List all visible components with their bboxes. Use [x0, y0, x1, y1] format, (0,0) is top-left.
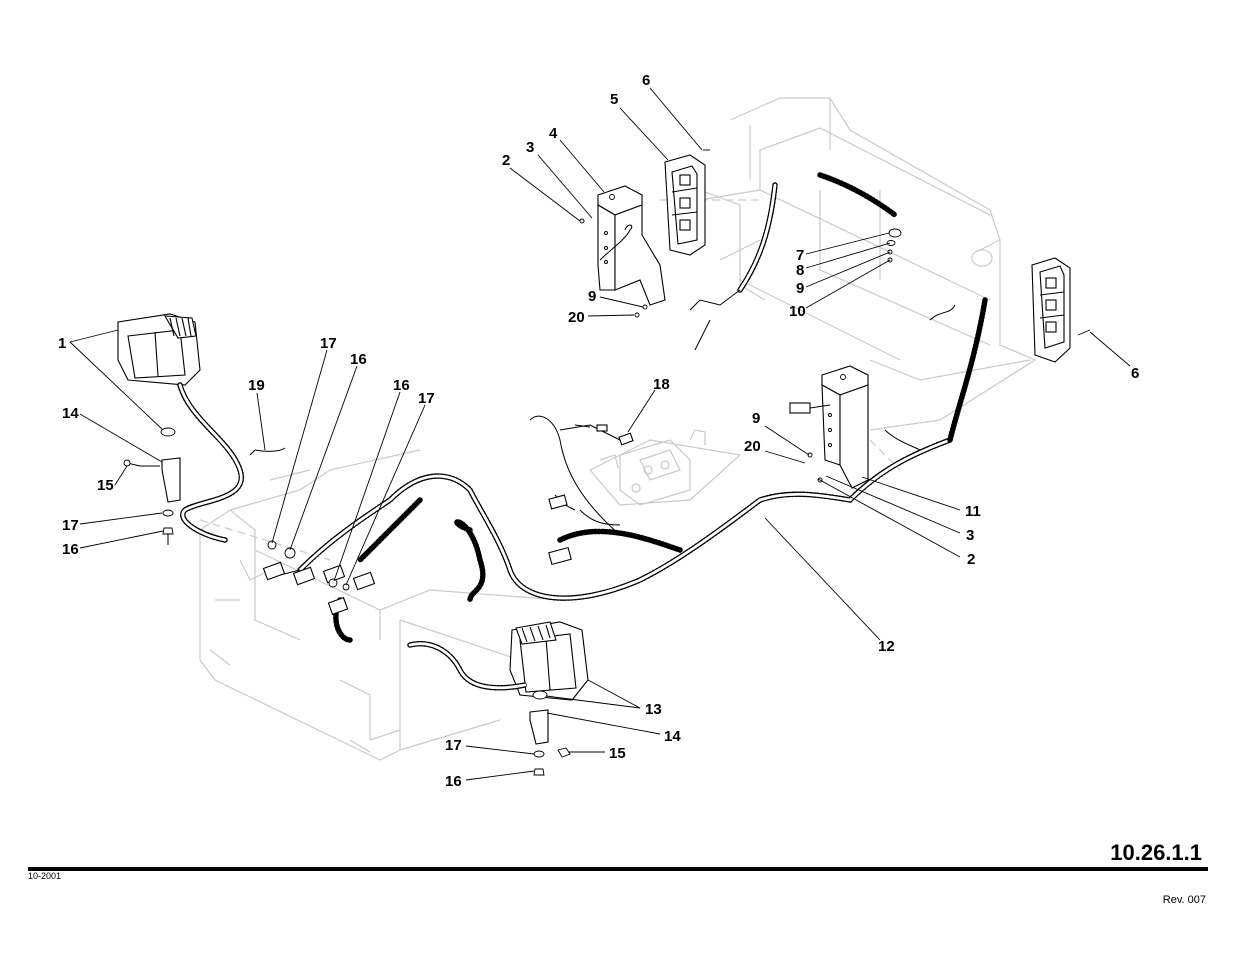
callout-17-center-a: 17 [320, 335, 337, 352]
connector-cluster-left [262, 494, 576, 616]
callout-16-center-b: 16 [393, 377, 410, 394]
callout-1: 1 [58, 335, 66, 352]
callout-2-lower: 2 [967, 551, 975, 568]
page-number: 10.26.1.1 [1110, 840, 1202, 865]
right-bracket [789, 365, 869, 489]
callout-11: 11 [965, 503, 981, 520]
callout-6-top: 6 [642, 72, 650, 89]
callout-6-right: 6 [1131, 365, 1139, 382]
callout-9-right: 9 [796, 280, 804, 297]
upper-bracket-and-tail-light [579, 149, 710, 318]
callout-16-center-a: 16 [350, 351, 367, 368]
callout-10: 10 [789, 303, 806, 320]
revision-label: Rev. 007 [1162, 894, 1206, 906]
callout-14-left: 14 [62, 405, 79, 422]
callout-12: 12 [878, 638, 895, 655]
callout-5: 5 [610, 91, 618, 108]
callout-17-center-b: 17 [418, 390, 435, 407]
switch-and-small-wire [574, 424, 634, 446]
callout-4: 4 [549, 125, 558, 142]
lower-work-light [407, 621, 589, 776]
main-wire-harness [279, 172, 988, 643]
callout-3-top: 3 [526, 139, 534, 156]
callout-labels: 1 14 15 17 16 19 17 16 16 17 18 2 3 4 5 … [58, 72, 1139, 790]
callout-17-left: 17 [62, 517, 79, 534]
callout-16-lower: 16 [445, 773, 462, 790]
callout-15-left: 15 [97, 477, 114, 494]
callout-19: 19 [248, 377, 265, 394]
callout-15-lower: 15 [609, 745, 626, 762]
callout-9-lower: 9 [752, 410, 760, 427]
callout-2-top: 2 [502, 152, 510, 169]
callout-8: 8 [796, 262, 804, 279]
callout-18: 18 [653, 376, 670, 393]
callout-17-lower: 17 [445, 737, 462, 754]
machine-frame-outline [199, 97, 1037, 761]
callout-7: 7 [796, 247, 804, 264]
footer-rule [28, 867, 1208, 871]
callout-14-lower: 14 [664, 728, 681, 745]
callout-9-top: 9 [588, 288, 596, 305]
callout-20-lower: 20 [744, 438, 761, 455]
callout-3-lower: 3 [966, 527, 974, 544]
callout-20-top: 20 [568, 309, 585, 326]
callout-16-left: 16 [62, 541, 79, 558]
right-tail-light [886, 228, 1091, 363]
hydraulic-valve-outline [589, 429, 742, 506]
date-code: 10-2001 [28, 871, 62, 881]
leader-lines [69, 87, 1131, 781]
left-work-light [117, 313, 286, 545]
callout-13: 13 [645, 701, 662, 718]
